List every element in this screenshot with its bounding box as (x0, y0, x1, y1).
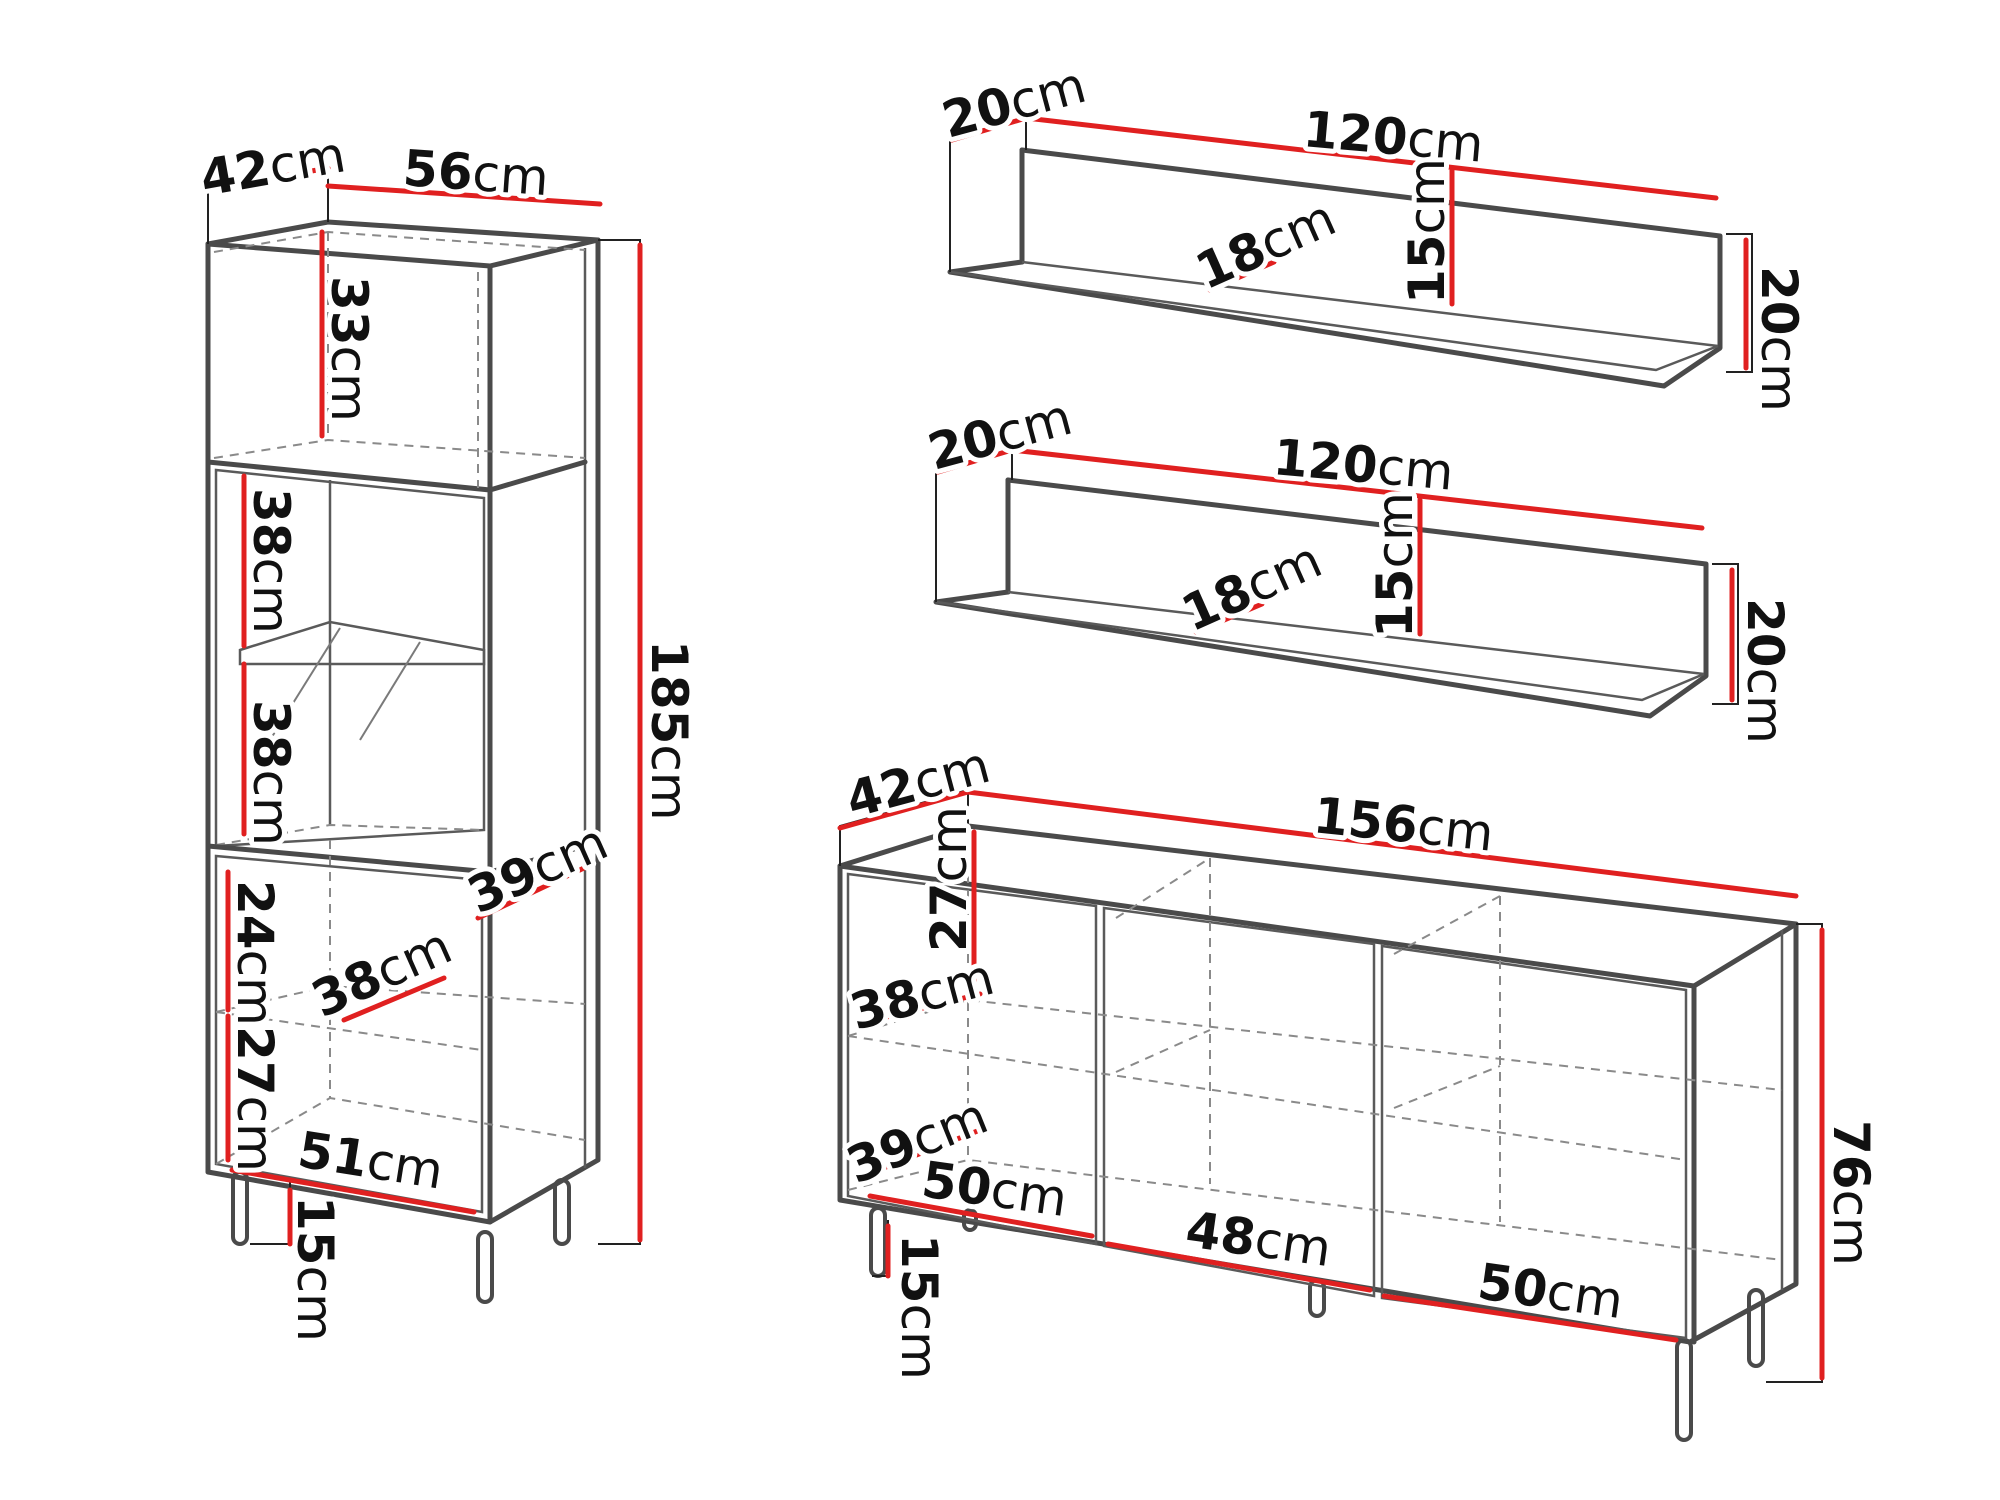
cabinet-leg-front-right (476, 1230, 494, 1304)
shelf-bottom-board-depth-line (1193, 601, 1265, 635)
cabinet-top-hidden-floor (213, 438, 586, 459)
shelf-top-board-depth-line (1207, 259, 1277, 293)
cabinet-leg-front-left (231, 1170, 249, 1246)
cabinet-lower-hidden-floor (215, 1096, 586, 1165)
sideboard-shelf-depth-line (855, 991, 983, 1027)
shelf-bottom-depth-label: 20cm (922, 388, 1078, 482)
cabinet-depth-line (205, 165, 331, 193)
shelf-bottom-back-height-label: 15cm (1366, 492, 1424, 638)
wall-shelf-top: 20cm 120cm 15cm 18cm 20cm (931, 51, 1813, 417)
sideboard-hidden-top-rib-1 (1115, 857, 1211, 919)
cabinet-lower-hidden-shelf (215, 984, 586, 1013)
cabinet-top-shelf (205, 459, 588, 493)
sideboard-middle-width-line (1105, 1241, 1373, 1293)
cabinet-lower-top-edge (205, 843, 588, 875)
shelf-top-length-line (1023, 115, 1719, 201)
cabinet-shelf-depth-label: 38cm (303, 917, 460, 1029)
cabinet-top-front-edge (205, 237, 601, 269)
cabinet-height-guide (598, 239, 641, 1245)
shelf-bottom-height-label: 20cm (1736, 598, 1794, 744)
cabinet-glass-lower-label: 38cm (242, 700, 300, 846)
cabinet-height-label: 185cm (640, 640, 698, 821)
cabinet-width-line (325, 183, 603, 207)
shelf-top-length-label: 120cm (1301, 100, 1486, 174)
cabinet-width-label: 56cm (401, 139, 550, 207)
cabinet-leg-guide (250, 1180, 291, 1245)
shelf-top-board-back (1021, 260, 1719, 348)
cabinet-glass-hidden-floor (215, 823, 485, 846)
sideboard-leg-front-right (1675, 1338, 1693, 1442)
shelf-bottom-depth-line (935, 447, 1015, 475)
shelf-bottom-board-front (935, 600, 1705, 702)
shelf-top-height-guide (1726, 233, 1753, 373)
cabinet-inner-width-line (229, 1167, 477, 1215)
sideboard-middle-width-label: 48cm (1182, 1200, 1334, 1278)
sideboard-right-width-line (1381, 1293, 1679, 1343)
sideboard-door-right (1380, 944, 1688, 1340)
sideboard-depth-line (837, 789, 971, 831)
sideboard-hidden-shelf-front (847, 1035, 1687, 1161)
sideboard-door-middle (1102, 906, 1376, 1298)
cabinet-glass-reflection-1 (269, 627, 341, 741)
cabinet-leg-height-label: 15cm (286, 1196, 344, 1342)
sideboard-shelf-depth-label: 38cm (844, 948, 1000, 1042)
shelf-top-board-front (949, 270, 1719, 372)
shelf-top-depth-line (949, 115, 1029, 143)
tall-cabinet: 42cm 56cm 185cm 33cm 38cm 38cm 24cm 27cm… (191, 120, 703, 1346)
shelf-bottom-board-back (1007, 590, 1705, 676)
cabinet-lower-door (214, 854, 484, 1214)
sideboard-door-left (846, 872, 1098, 1246)
sideboard-left-width-line (867, 1193, 1095, 1239)
wall-shelf-bottom: 20cm 120cm 15cm 18cm 20cm (917, 383, 1799, 749)
sideboard-height-label: 76cm (1822, 1120, 1880, 1266)
cabinet-shelf-depth-line (341, 975, 447, 1023)
shelf-top-board-depth-label: 18cm (1187, 189, 1344, 301)
cabinet-lower-lower-label: 27cm (226, 1026, 284, 1172)
shelf-bottom-height-guide (1712, 563, 1739, 705)
sideboard-leg-height-label: 15cm (890, 1234, 948, 1380)
shelf-top-depth-label: 20cm (936, 56, 1092, 150)
sideboard-compartment-label: 27cm (920, 806, 978, 952)
cabinet-top-compartment-label: 33cm (320, 276, 378, 422)
shelf-top-back-height-label: 15cm (1398, 158, 1456, 304)
cabinet-depth-label: 42cm (196, 125, 350, 207)
sideboard: 42cm 156cm 27cm 38cm 39cm 50cm 48cm 50cm… (834, 731, 1885, 1442)
cabinet-glass-door (214, 468, 486, 848)
sideboard-leg-front-left (869, 1206, 887, 1278)
sideboard-hidden-top-rib-2 (1393, 895, 1501, 955)
cabinet-glass-reflection-2 (359, 641, 421, 741)
sideboard-hidden-shelf-back (847, 998, 1783, 1091)
cabinet-inner-depth-line (475, 865, 587, 921)
shelf-bottom-length-line (1009, 447, 1705, 531)
sideboard-right-width-label: 50cm (1474, 1252, 1626, 1330)
shelf-bottom-length-label: 120cm (1271, 428, 1456, 502)
sideboard-hidden-shelf-rib-1 (1115, 1029, 1211, 1073)
sideboard-width-line (965, 789, 1799, 899)
sideboard-width-label: 156cm (1311, 786, 1497, 863)
cabinet-lower-upper-label: 24cm (226, 880, 284, 1026)
shelf-top-height-label: 20cm (1750, 266, 1808, 412)
cabinet-inner-width-label: 51cm (294, 1121, 447, 1201)
sideboard-inner-depth-line (855, 1127, 983, 1181)
cabinet-lower-hidden-shelf-front (215, 1011, 483, 1051)
cabinet-leg-back-right (553, 1178, 571, 1246)
sideboard-hidden-shelf-rib-2 (1393, 1065, 1501, 1109)
cabinet-glass-shelf (238, 620, 486, 666)
cabinet-glass-upper-label: 38cm (242, 488, 300, 634)
